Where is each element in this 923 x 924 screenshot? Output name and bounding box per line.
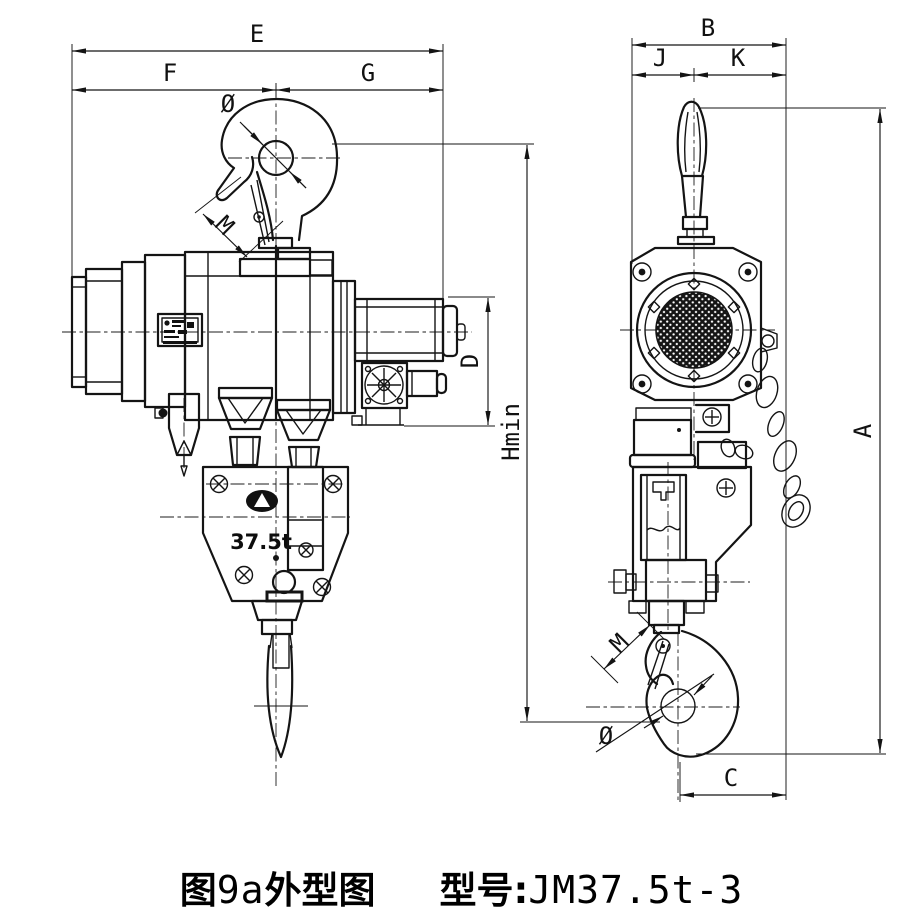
brake-assembly	[331, 279, 466, 426]
dim-label-b: B	[701, 14, 715, 42]
dim-label-f: F	[163, 59, 177, 87]
dimensions: E F G B J K Hmin D A C M M Ø Ø	[71, 14, 886, 802]
dim-label-a: A	[849, 423, 877, 438]
figure-prefix: 图	[179, 869, 217, 912]
caption: 图 9a 外型图 型号: JM37.5t-3	[0, 860, 923, 914]
dia-label-left: Ø	[221, 90, 236, 118]
left-view: 37.5t	[70, 97, 466, 759]
dim-label-j: J	[653, 44, 667, 72]
model-title: 型号: JM37.5t-3	[440, 860, 744, 914]
dim-label-k: K	[731, 44, 746, 72]
dim-label-g: G	[361, 59, 375, 87]
dim-label-e: E	[250, 20, 264, 48]
capacity-marking: 37.5t	[230, 530, 292, 554]
figure-number: 9a	[216, 868, 265, 912]
bottom-hook-side	[254, 633, 308, 759]
nameplate	[156, 312, 204, 348]
chain-guides	[154, 386, 332, 477]
fan-cover	[629, 246, 778, 402]
top-hook-side	[215, 97, 339, 261]
hoist-outline-drawing: 37.5t	[62, 14, 886, 803]
figure-title: 图 9a 外型图	[180, 860, 376, 914]
model-value: JM37.5t-3	[528, 868, 744, 912]
dim-label-c: C	[724, 764, 738, 792]
bottom-hook-front	[644, 629, 740, 758]
top-hook-front	[676, 100, 716, 246]
right-view	[613, 100, 811, 758]
centerlines	[62, 86, 775, 803]
dim-label-m-right: M	[604, 628, 634, 658]
fan-spokes	[367, 368, 401, 402]
suspension-body-front	[613, 403, 753, 635]
flange-bolts	[632, 262, 758, 394]
dim-label-hmin: Hmin	[497, 403, 525, 461]
corner-bolts	[209, 474, 343, 597]
hook-block-left: 37.5t	[201, 465, 350, 636]
dim-label-d: D	[456, 354, 484, 368]
hand-chain	[720, 347, 811, 528]
grille-screws	[647, 277, 741, 383]
figure-suffix: 外型图	[264, 869, 376, 912]
fan-mesh	[655, 291, 733, 369]
model-label: 型号:	[439, 869, 529, 912]
dia-label-right: Ø	[599, 722, 614, 750]
